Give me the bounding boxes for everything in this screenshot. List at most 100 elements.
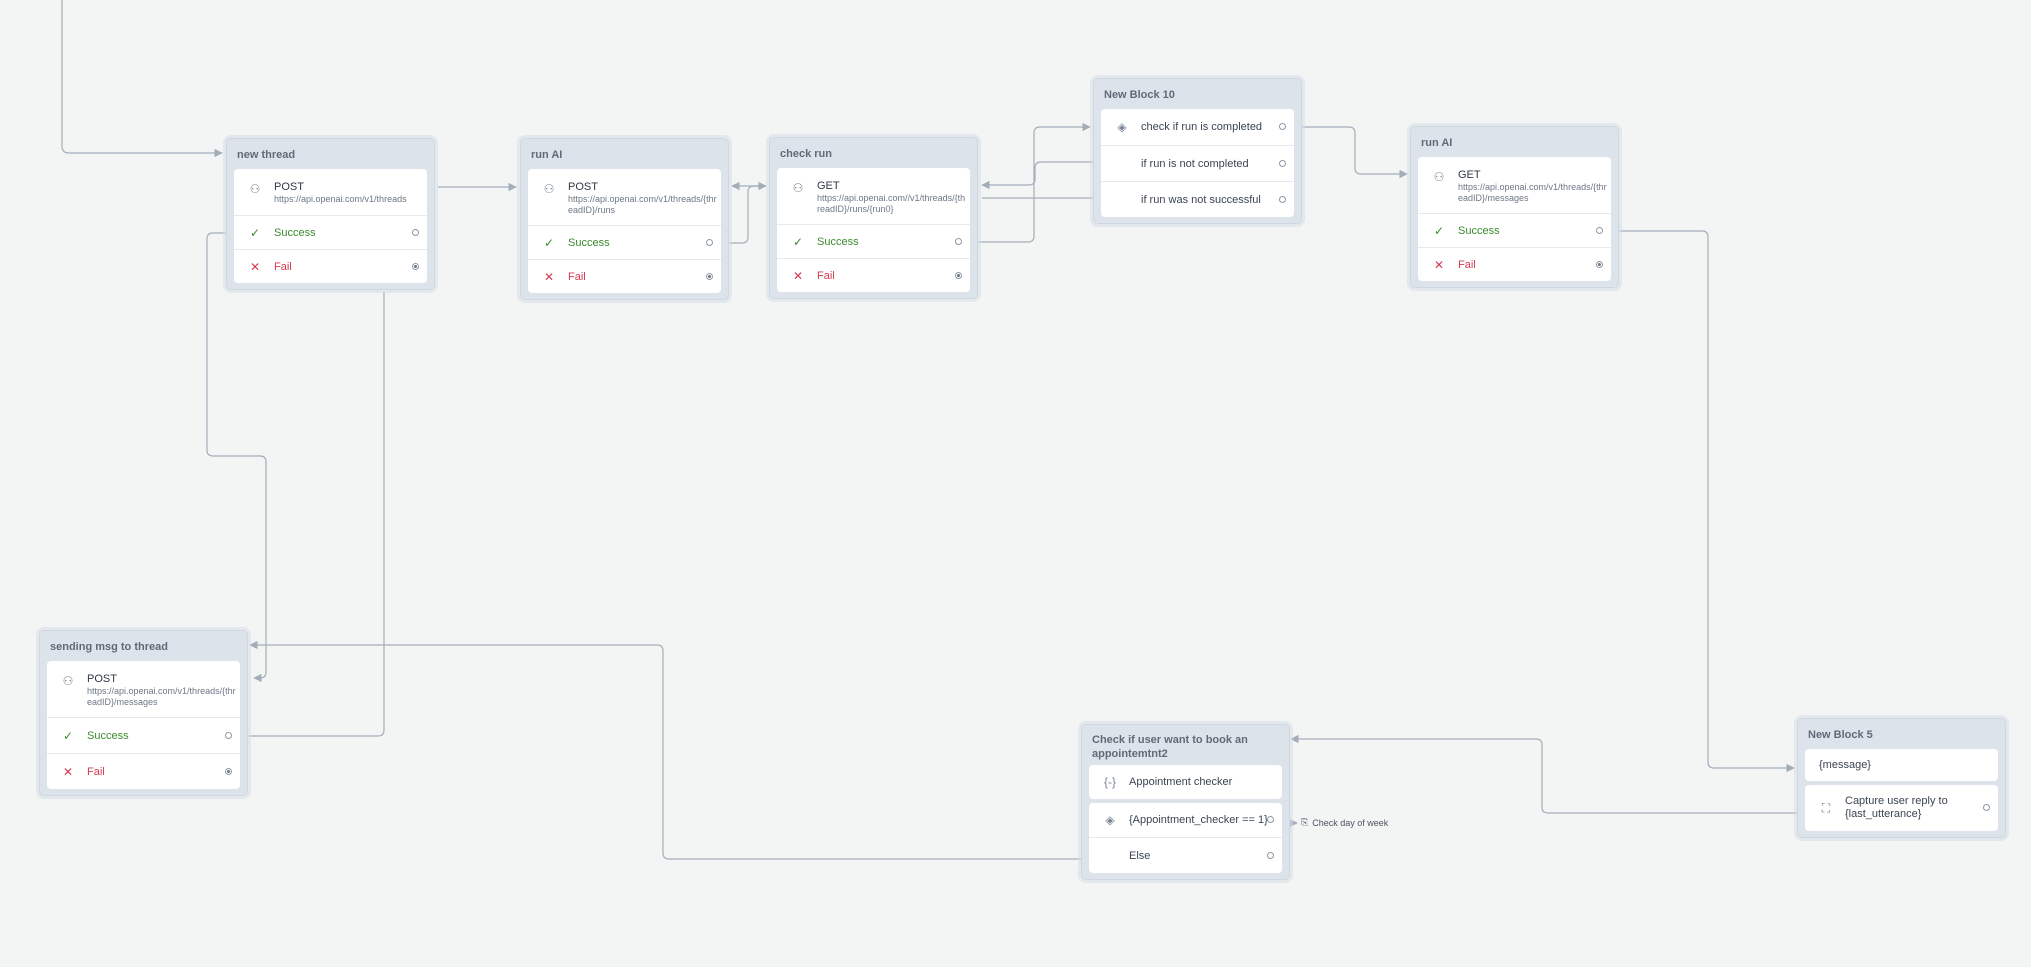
request-method: POST — [87, 673, 117, 685]
message-label: {message} — [1819, 759, 1871, 771]
check-icon: ✓ — [792, 234, 804, 249]
set-variable-step[interactable]: {-} Appointment checker — [1089, 765, 1282, 799]
connection-port[interactable] — [1279, 195, 1286, 203]
x-icon: ✕ — [1433, 257, 1445, 272]
capture-label: Capture user reply to {last_utterance} — [1845, 795, 1948, 820]
success-label: Success — [817, 235, 859, 248]
api-request-step[interactable]: ⚇ POST https://api.openai.com/v1/threads — [234, 169, 427, 215]
fail-label: Fail — [274, 260, 292, 273]
connection-port[interactable] — [412, 228, 419, 236]
jump-icon: ⎘ — [1301, 817, 1309, 827]
connection-port[interactable] — [706, 238, 713, 246]
condition-label: if run was not successful — [1141, 193, 1261, 206]
request-url: https://api.openai.com/v1/threads/{threa… — [1458, 182, 1607, 203]
connection-port[interactable] — [1279, 123, 1286, 130]
request-method: GET — [817, 180, 840, 192]
block-title: New Block 5 — [1808, 729, 1873, 741]
request-method: POST — [274, 181, 304, 193]
webhook-icon: ⚇ — [62, 674, 74, 688]
x-icon: ✕ — [792, 268, 804, 283]
success-path[interactable]: ✓ Success — [777, 224, 970, 258]
check-icon: ✓ — [1433, 223, 1445, 238]
connection-port[interactable] — [706, 272, 713, 280]
connection-port[interactable] — [1596, 226, 1603, 234]
api-request-step[interactable]: ⚇ GET https://api.openai.com/v1/threads/… — [1418, 157, 1611, 213]
fail-label: Fail — [1458, 258, 1476, 271]
connection-port[interactable] — [1596, 260, 1603, 268]
fail-path[interactable]: ✕ Fail — [47, 753, 240, 789]
request-method: POST — [568, 181, 598, 193]
braces-icon: {-} — [1103, 775, 1116, 789]
condition-label: if run is not completed — [1141, 157, 1249, 170]
connection-port[interactable] — [225, 767, 232, 775]
connection-port[interactable] — [1267, 851, 1274, 859]
fail-label: Fail — [817, 269, 835, 282]
api-request-step[interactable]: ⚇ GET https://api.openai.com//v1/threads… — [777, 168, 970, 224]
condition-not-completed[interactable]: if run is not completed — [1101, 145, 1294, 181]
block-title: run AI — [531, 149, 563, 161]
fail-path[interactable]: ✕ Fail — [528, 259, 721, 293]
block-check-run[interactable]: check run ⚇ GET https://api.openai.com//… — [769, 137, 978, 299]
fail-path[interactable]: ✕ Fail — [1418, 247, 1611, 281]
webhook-icon: ⚇ — [792, 181, 804, 195]
request-url: https://api.openai.com/v1/threads/{threa… — [87, 686, 236, 707]
condition-not-successful[interactable]: if run was not successful — [1101, 181, 1294, 217]
fail-label: Fail — [568, 270, 586, 283]
success-label: Success — [568, 236, 610, 249]
block-sending-msg[interactable]: sending msg to thread ⚇ POST https://api… — [39, 630, 248, 796]
block-run-ai-2[interactable]: run AI ⚇ GET https://api.openai.com/v1/t… — [1410, 126, 1619, 288]
success-label: Success — [1458, 224, 1500, 237]
condition-else[interactable]: Else — [1089, 837, 1282, 873]
jump-link[interactable]: ⎘ Check day of week — [1301, 817, 1388, 828]
x-icon: ✕ — [249, 259, 261, 274]
success-path[interactable]: ✓ Success — [528, 225, 721, 259]
request-method: GET — [1458, 169, 1481, 181]
connection-port[interactable] — [955, 271, 962, 279]
success-path[interactable]: ✓ Success — [234, 215, 427, 249]
request-url: https://api.openai.com/v1/threads/{threa… — [568, 194, 717, 215]
check-icon: ✓ — [543, 235, 555, 250]
connection-port[interactable] — [955, 237, 962, 245]
fail-label: Fail — [87, 765, 105, 778]
api-request-step[interactable]: ⚇ POST https://api.openai.com/v1/threads… — [528, 169, 721, 225]
condition-icon: ◈ — [1105, 813, 1115, 827]
condition-appointment[interactable]: ◈ {Appointment_checker == 1} — [1089, 803, 1282, 837]
condition-label: check if run is completed — [1141, 121, 1263, 133]
block-title: Check if user want to book an appointemt… — [1092, 734, 1248, 760]
connection-port[interactable] — [412, 262, 419, 270]
condition-check-completed[interactable]: ◈ check if run is completed — [1101, 109, 1294, 145]
success-path[interactable]: ✓ Success — [47, 717, 240, 753]
connection-port[interactable] — [1267, 816, 1274, 823]
condition-label: {Appointment_checker == 1} — [1129, 814, 1268, 826]
success-label: Success — [274, 226, 316, 239]
webhook-icon: ⚇ — [543, 182, 555, 196]
x-icon: ✕ — [543, 269, 555, 284]
success-path[interactable]: ✓ Success — [1418, 213, 1611, 247]
fail-path[interactable]: ✕ Fail — [234, 249, 427, 283]
webhook-icon: ⚇ — [249, 182, 261, 196]
condition-icon: ◈ — [1117, 120, 1127, 134]
block-title: New Block 10 — [1104, 89, 1175, 101]
block-title: sending msg to thread — [50, 641, 168, 653]
connection-port[interactable] — [1279, 159, 1286, 167]
message-step[interactable]: {message} — [1805, 749, 1998, 781]
block-new-block-5[interactable]: New Block 5 {message} ⛶ Capture user rep… — [1797, 718, 2006, 838]
block-new-block-10[interactable]: New Block 10 ◈ check if run is completed… — [1093, 78, 1302, 224]
block-title: new thread — [237, 149, 296, 161]
check-icon: ✓ — [62, 728, 74, 743]
capture-icon: ⛶ — [1821, 800, 1831, 815]
else-label: Else — [1129, 849, 1151, 862]
fail-path[interactable]: ✕ Fail — [777, 258, 970, 292]
block-title: run AI — [1421, 137, 1453, 149]
capture-step[interactable]: ⛶ Capture user reply to {last_utterance} — [1805, 785, 1998, 831]
connection-port[interactable] — [1983, 804, 1990, 811]
block-check-user-booking[interactable]: Check if user want to book an appointemt… — [1081, 724, 1290, 880]
webhook-icon: ⚇ — [1433, 170, 1445, 184]
block-run-ai[interactable]: run AI ⚇ POST https://api.openai.com/v1/… — [520, 138, 729, 300]
jump-label: Check day of week — [1312, 817, 1389, 828]
request-url: https://api.openai.com//v1/threads/{thre… — [817, 193, 966, 214]
api-request-step[interactable]: ⚇ POST https://api.openai.com/v1/threads… — [47, 661, 240, 717]
block-new-thread[interactable]: new thread ⚇ POST https://api.openai.com… — [226, 138, 435, 290]
connection-port[interactable] — [225, 731, 232, 739]
check-icon: ✓ — [249, 225, 261, 240]
